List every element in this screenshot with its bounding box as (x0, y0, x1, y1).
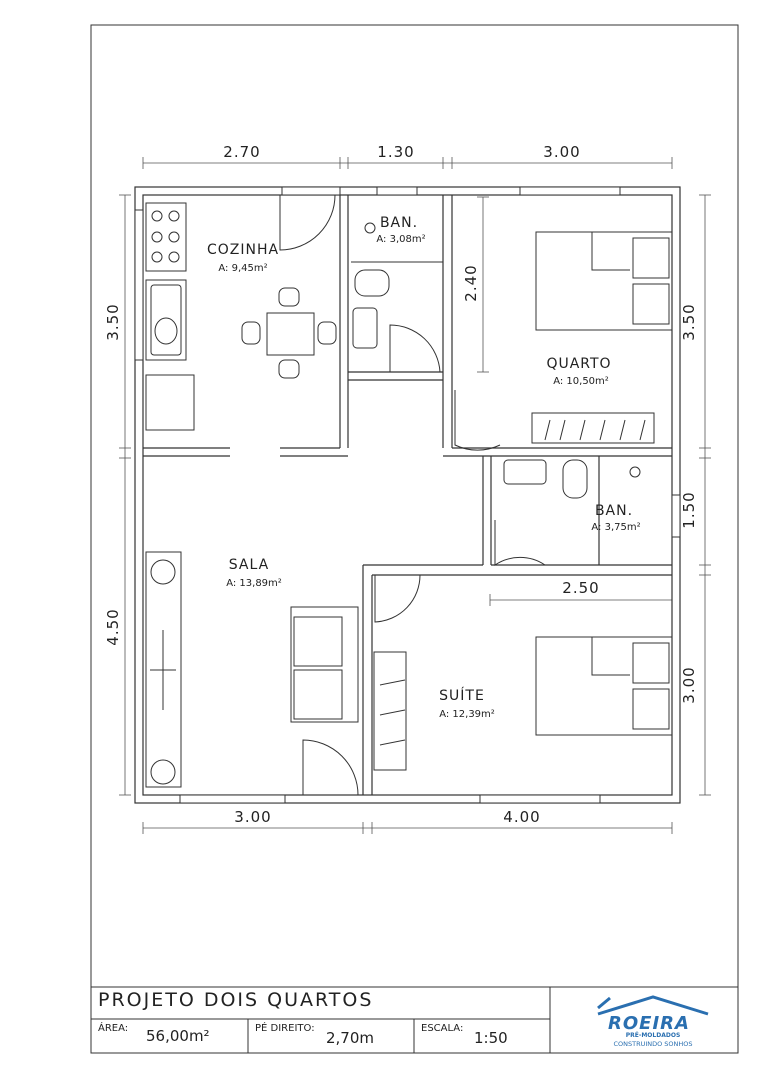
room-name-quarto: QUARTO (546, 356, 611, 372)
bed-icon (535, 636, 673, 736)
room-area-ban2: A: 3,75m² (591, 522, 640, 533)
project-title: PROJETO DOIS QUARTOS (98, 989, 374, 1011)
plant-icon (150, 559, 176, 585)
kitchen-furniture (145, 202, 337, 431)
dim-left-2: 4.50 (104, 608, 122, 645)
room-area-suite: A: 12,39m² (439, 709, 495, 720)
room-name-cozinha: COZINHA (207, 242, 279, 258)
dim-bottom-1: 3.00 (234, 808, 271, 826)
bathroom-1-fixtures (351, 222, 443, 349)
logo-tagline: CONSTRUINDO SONHOS (613, 1040, 693, 1048)
dim-right-3: 3.00 (680, 666, 698, 703)
logo-brand: ROEIRA (608, 1013, 690, 1034)
plant-icon (150, 759, 176, 785)
logo-subtitle: PRÉ-MOLDADOS (625, 1032, 681, 1039)
dim-top-1: 2.70 (223, 143, 260, 161)
room-name-ban1: BAN. (380, 215, 418, 231)
room-name-ban2: BAN. (595, 503, 633, 519)
dim-right-1: 3.50 (680, 303, 698, 340)
pe-direito-value: 2,70m (326, 1029, 375, 1047)
company-logo: ROEIRA PRÉ-MOLDADOS CONSTRUINDO SONHOS (594, 994, 712, 1050)
dim-left-1: 3.50 (104, 303, 122, 340)
room-area-cozinha: A: 9,45m² (218, 263, 267, 274)
sheet-frame (90, 24, 739, 1054)
escala-value: 1:50 (474, 1029, 508, 1047)
sink-icon (352, 307, 378, 349)
windows (134, 186, 681, 804)
stove-icon (151, 210, 180, 263)
toilet-icon (354, 269, 390, 297)
wardrobe-icon (373, 651, 407, 771)
bed-icon (535, 231, 673, 331)
room-name-suite: SUÍTE (439, 687, 485, 704)
room-area-quarto: A: 10,50m² (553, 376, 609, 387)
quarto-furniture (531, 231, 673, 444)
dim-top-2: 1.30 (377, 143, 414, 161)
sink-icon (503, 459, 547, 485)
dim-quarto-height: 2.40 (462, 264, 480, 301)
table-icon (266, 312, 315, 356)
bathroom-2-fixtures (503, 459, 641, 499)
area-value: 56,00m² (146, 1027, 210, 1045)
dim-right-2: 1.50 (680, 491, 698, 528)
walls (134, 186, 681, 804)
doors (279, 194, 546, 796)
shower-icon (364, 222, 376, 234)
room-name-sala: SALA (229, 557, 269, 573)
sink-icon (150, 284, 182, 356)
wardrobe-icon (531, 412, 655, 444)
dimension-lines (119, 157, 711, 834)
escala-label: ESCALA: (421, 1023, 464, 1034)
sala-furniture (145, 551, 359, 788)
dim-suite-width: 2.50 (562, 579, 599, 597)
area-label: ÁREA: (98, 1023, 129, 1034)
title-block (91, 986, 738, 1053)
shower-icon (629, 466, 641, 478)
dim-bottom-2: 4.00 (503, 808, 540, 826)
suite-furniture (373, 636, 673, 771)
toilet-icon (562, 459, 588, 499)
sofa-icon (290, 606, 359, 723)
tv-panel-icon (145, 551, 182, 788)
pe-direito-label: PÉ DIREITO: (255, 1023, 315, 1034)
dim-top-3: 3.00 (543, 143, 580, 161)
room-area-sala: A: 13,89m² (226, 578, 282, 589)
roof-icon (597, 995, 709, 1016)
room-area-ban1: A: 3,08m² (376, 234, 425, 245)
